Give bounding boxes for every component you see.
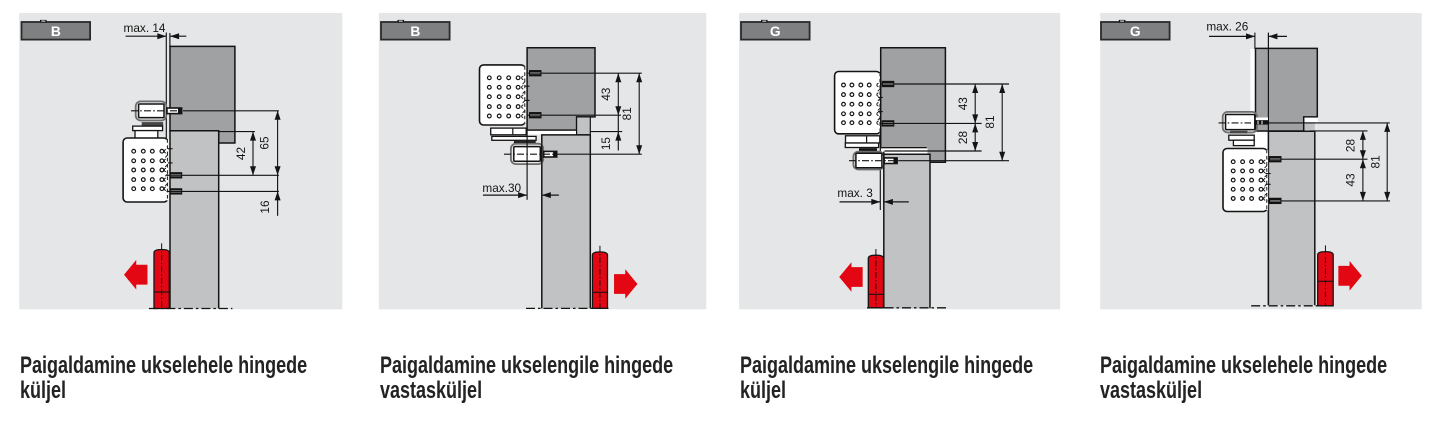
svg-text:28: 28 [956, 131, 970, 145]
svg-text:81: 81 [620, 107, 634, 120]
svg-text:43: 43 [599, 87, 613, 101]
svg-text:max. 3: max. 3 [837, 186, 873, 200]
svg-text:42: 42 [234, 147, 248, 160]
svg-text:28: 28 [1344, 139, 1358, 153]
svg-text:G: G [1130, 24, 1141, 39]
svg-text:B: B [410, 24, 420, 39]
svg-text:65: 65 [258, 136, 272, 150]
svg-text:81: 81 [1368, 155, 1382, 168]
svg-text:81: 81 [983, 115, 997, 128]
svg-text:16: 16 [258, 200, 272, 214]
svg-text:15: 15 [599, 137, 613, 151]
svg-text:max. 26: max. 26 [1206, 20, 1248, 34]
svg-text:max.30: max.30 [482, 181, 521, 195]
svg-text:G: G [770, 24, 781, 39]
svg-text:43: 43 [956, 97, 970, 111]
svg-text:B: B [51, 24, 61, 39]
svg-text:43: 43 [1344, 173, 1358, 187]
svg-text:max. 14: max. 14 [124, 21, 166, 35]
